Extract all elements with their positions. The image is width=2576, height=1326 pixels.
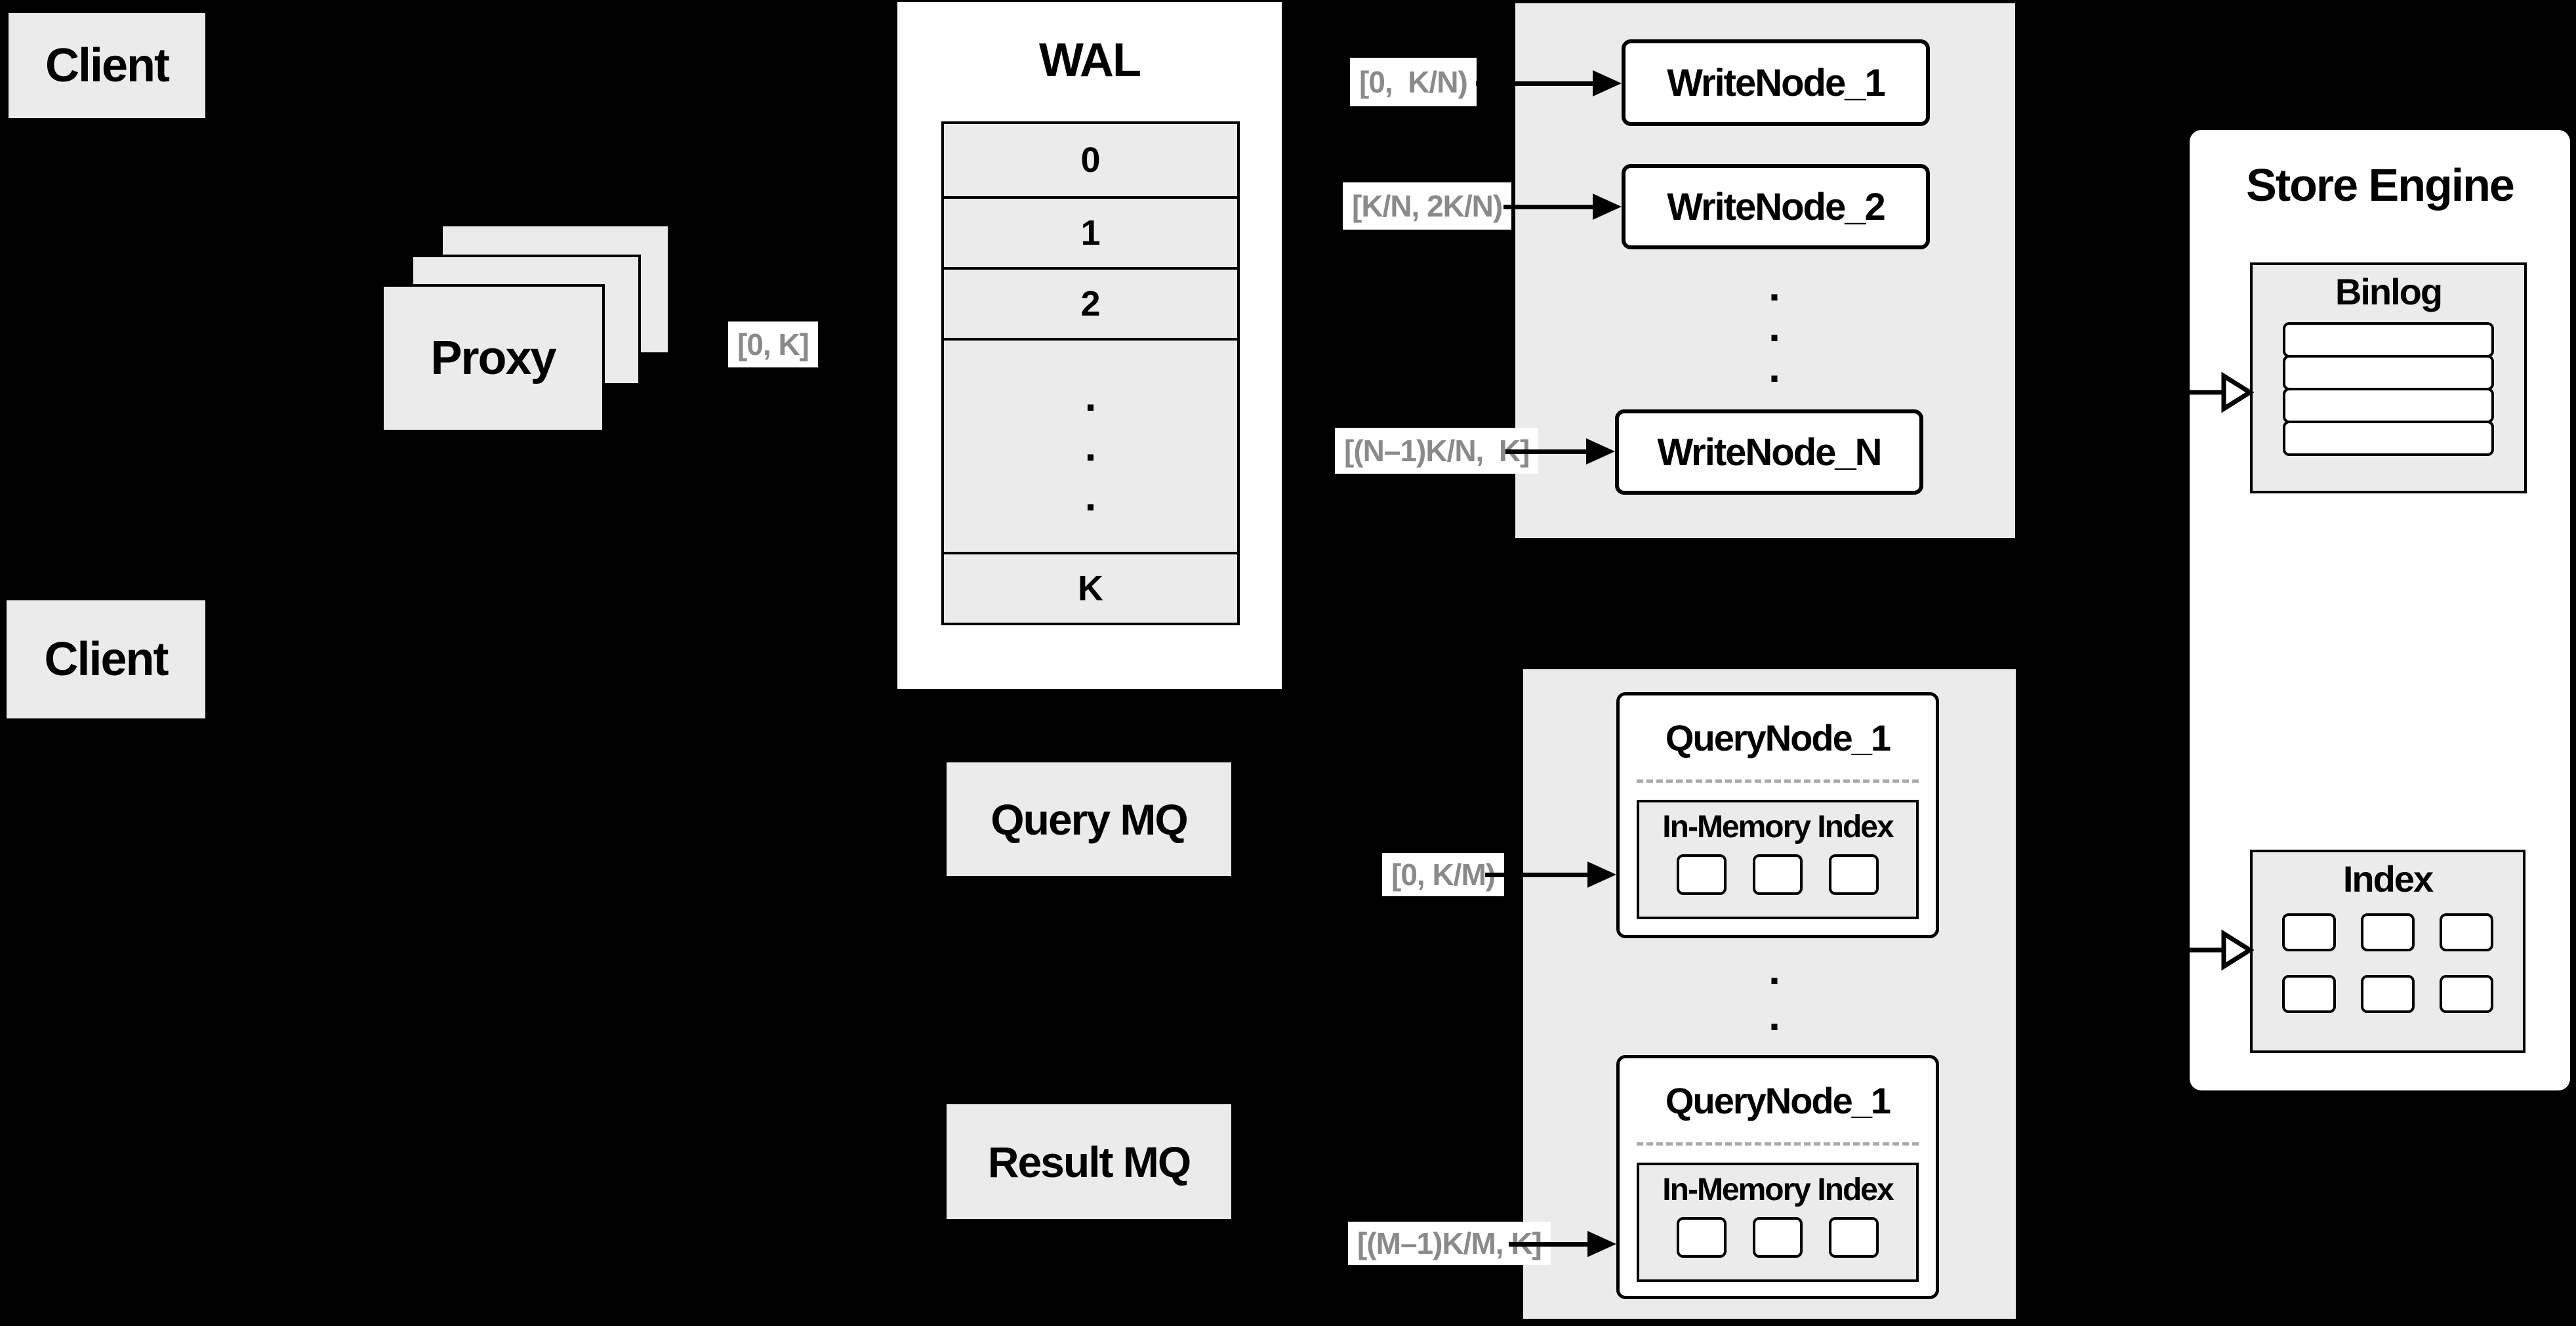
arrowhead-icon — [1593, 194, 1622, 220]
write-node-n: WriteNode_N — [1615, 409, 1923, 495]
memory-slot — [1677, 1217, 1727, 1258]
index-panel: Index — [2250, 850, 2525, 1053]
index-slot-row — [2282, 913, 2493, 951]
client-bottom-label: Client — [44, 633, 169, 686]
index-slot — [2361, 975, 2415, 1013]
index-slot — [2282, 975, 2336, 1013]
memory-slot — [1677, 854, 1727, 895]
wal-segment-row-1: 1 — [941, 196, 1240, 270]
wal-box: WAL 0 1 2 . . . K — [897, 2, 1282, 689]
client-box-bottom: Client — [7, 600, 205, 718]
write-node-n-label: WriteNode_N — [1657, 430, 1882, 474]
result-mq-label: Result MQ — [987, 1137, 1191, 1186]
in-memory-index-title: In-Memory Index — [1662, 810, 1894, 844]
write-nodes-ellipsis-icon: . . . — [1768, 262, 1780, 391]
arrow-shaft — [1485, 872, 1587, 877]
arrow-shaft — [1503, 204, 1593, 209]
query-node-bottom-title: QueryNode_1 — [1665, 1079, 1891, 1121]
memory-slot — [1753, 854, 1803, 895]
index-title: Index — [2342, 858, 2434, 900]
arrow-shaft — [1505, 449, 1586, 454]
binlog-slot — [2283, 388, 2494, 423]
in-memory-index-panel: In-Memory Index — [1637, 800, 1919, 919]
wal-segment-row-k: K — [941, 552, 1240, 625]
index-slot — [2440, 975, 2493, 1013]
edge-label-proxy-wal: [0, K] — [728, 321, 818, 367]
proxy-box-front: Proxy — [381, 284, 605, 432]
edge-label-write-n: [(N–1)K/N, K] — [1335, 428, 1539, 474]
result-mq-box: Result MQ — [947, 1104, 1231, 1219]
index-slot-row — [2282, 975, 2493, 1013]
edge-label-write-1: [0, K/N) — [1350, 58, 1477, 106]
proxy-label: Proxy — [430, 332, 556, 384]
memory-slot — [1829, 854, 1879, 895]
vertical-ellipsis-icon: . . . — [1084, 373, 1097, 520]
wal-title: WAL — [1039, 34, 1141, 87]
query-mq-label: Query MQ — [991, 795, 1188, 844]
edge-label-write-2: [K/N, 2K/N) — [1343, 182, 1512, 230]
query-node-top-title: QueryNode_1 — [1665, 716, 1891, 758]
arrow-to-writenode-1 — [1476, 70, 1622, 96]
wal-segment-row-0: 0 — [941, 121, 1240, 199]
arrowhead-icon — [1586, 438, 1615, 465]
write-node-1-label: WriteNode_1 — [1667, 61, 1885, 104]
arrow-to-writenode-2 — [1503, 194, 1622, 220]
query-node-bottom: QueryNode_1 In-Memory Index — [1616, 1055, 1939, 1299]
arrowhead-icon — [1587, 1231, 1616, 1257]
wal-ellipsis-row: . . . — [941, 338, 1240, 554]
index-slot — [2361, 913, 2415, 951]
dashed-divider — [1637, 1142, 1919, 1146]
binlog-slot — [2283, 421, 2494, 456]
arrow-to-querynode-top — [1485, 861, 1616, 888]
arrow-to-querynode-bottom — [1509, 1231, 1616, 1257]
arrow-shaft — [1476, 81, 1593, 86]
binlog-panel: Binlog — [2250, 262, 2527, 493]
query-mq-box: Query MQ — [947, 762, 1231, 876]
index-slot — [2282, 913, 2336, 951]
client-box-top: Client — [9, 13, 205, 118]
edge-label-query-1: [0, K/M) — [1382, 853, 1505, 896]
arrowhead-icon — [1587, 861, 1616, 888]
index-slot — [2440, 913, 2493, 951]
in-memory-index-title: In-Memory Index — [1662, 1172, 1894, 1207]
write-node-2: WriteNode_2 — [1622, 164, 1930, 249]
memory-slot — [1753, 1217, 1803, 1258]
binlog-slot — [2283, 355, 2494, 390]
in-memory-index-panel: In-Memory Index — [1637, 1163, 1919, 1282]
store-engine-title: Store Engine — [2246, 159, 2515, 211]
index-slot-grid — [2282, 913, 2493, 1013]
edge-label-query-m: [(M–1)K/M, K] — [1348, 1222, 1551, 1265]
hollow-arrow-binlog-icon — [2188, 371, 2254, 413]
binlog-slot — [2283, 322, 2494, 358]
arrow-shaft — [1509, 1241, 1587, 1247]
wal-segment-table: 0 1 2 . . . K — [941, 121, 1240, 625]
dashed-divider — [1637, 779, 1919, 783]
arrow-to-writenode-n — [1505, 438, 1615, 465]
query-node-top: QueryNode_1 In-Memory Index — [1616, 692, 1939, 938]
binlog-title: Binlog — [2335, 271, 2443, 312]
arrowhead-icon — [1593, 70, 1622, 96]
memory-slot — [1829, 1217, 1879, 1258]
memory-slot-row — [1677, 1217, 1879, 1258]
memory-slot-row — [1677, 854, 1879, 895]
client-top-label: Client — [45, 39, 170, 92]
hollow-arrow-index-icon — [2188, 929, 2254, 971]
write-node-2-label: WriteNode_2 — [1667, 185, 1885, 228]
write-node-1: WriteNode_1 — [1622, 39, 1930, 126]
wal-segment-row-2: 2 — [941, 267, 1240, 341]
